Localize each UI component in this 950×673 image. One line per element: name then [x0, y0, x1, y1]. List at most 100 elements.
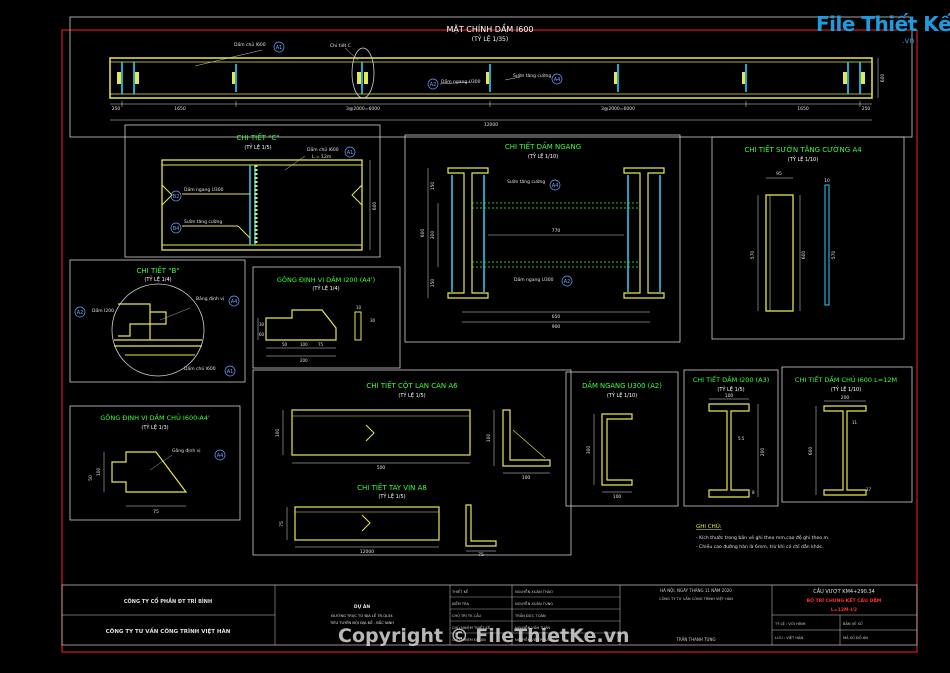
detail-c-view: CHI TIẾT "C" (TỶ LỆ 1/5) Dầm chủ I600 L …: [124, 124, 381, 258]
elevation-scale: (TỶ LỆ 1/35): [472, 35, 508, 43]
i200-t: 5.5: [738, 436, 745, 441]
tb-row1a: TỶ LỆ : VỚI HÌNH: [774, 621, 806, 626]
rail-a8-len: 12000: [360, 549, 374, 555]
i600-section-view: CHI TIẾT DẦM CHỦ I600 L=12M (TỶ LỆ 1/10)…: [781, 366, 913, 503]
gusset-i600-title: GÔNG ĐỊNH VỊ DẦM CHỦ I600-A4': [100, 412, 210, 422]
detail-b-view: CHI TIẾT "B" (TỶ LỆ 1/4) Dầm I200 A2 Bản…: [69, 259, 246, 383]
gusset-i600-label: Gông định vị: [172, 447, 201, 454]
u300-title: DẦM NGANG U300 (A2): [582, 380, 662, 390]
tb-row2b: MÃ SỐ ĐỒ ÁN: [843, 635, 868, 640]
callout-stiffener: Sườn tăng cường: [513, 72, 551, 79]
tb-name-5: NGUYỄN VĂN PHƯƠNG: [515, 637, 557, 642]
detail-c-scale: (TỶ LỆ 1/5): [244, 143, 271, 151]
gusset-i200-view: GÔNG ĐỊNH VỊ DẦM I200 (A4') (TỶ LỆ 1/4) …: [252, 266, 401, 369]
cross-beam-tag-a2: A2: [564, 279, 571, 285]
detail-c-title: CHI TIẾT "C": [236, 132, 279, 142]
post-a6-scale: (TỶ LỆ 1/5): [398, 391, 425, 399]
cross-beam-stiff: Sườn tăng cường: [507, 178, 545, 185]
stiffener-title: CHI TIẾT SƯỜN TĂNG CƯỜNG A4: [744, 144, 862, 154]
tb-name-2: NGUYỄN XUÂN TÙNG: [515, 601, 553, 606]
filethietke-logo[interactable]: File Thiết Kế .vn: [808, 10, 950, 46]
detail-c-stiff: Sườn tăng cường: [184, 218, 222, 225]
dim-d2: 1650: [174, 106, 186, 112]
dim-d4: 3@2000=6000: [601, 106, 635, 112]
post-a6-leg: 100: [522, 475, 531, 481]
elevation-panel: [69, 16, 913, 138]
callout-cross-beam: Dầm ngang U300: [441, 77, 481, 85]
detail-b-tag-a4: A4: [231, 299, 238, 305]
notes-heading: GHI CHÚ:: [696, 523, 722, 530]
dim-total: 12000: [484, 122, 498, 128]
gi200-d1: 50: [282, 342, 288, 347]
cross-beam-title: CHI TIẾT DẦM NGANG: [505, 141, 581, 151]
gi200-d2: 100: [300, 342, 308, 347]
gi200-d5: 30: [259, 322, 265, 327]
detail-c-beam: Dầm chủ I600: [307, 145, 339, 153]
u300-scale: (TỶ LỆ 1/10): [607, 391, 637, 399]
cross-beam-b1: 650: [552, 314, 561, 320]
tb-director: TRẦN THANH TÙNG: [675, 637, 715, 642]
post-a6-len: 500: [377, 465, 386, 471]
post-a6-h: 100: [275, 429, 281, 438]
gusset-i600-w: 75: [153, 509, 159, 515]
tb-project-head: DỰ ÁN: [354, 603, 371, 610]
detail-b-gusset: Bảng định vị: [196, 295, 224, 302]
cross-beam-tag-a4: A4: [552, 183, 559, 189]
tb-name-1: NGUYỄN XUÂN THẢO: [515, 589, 553, 594]
cross-beam-h4: 150: [430, 279, 436, 288]
stiffener-h3: 570: [831, 251, 837, 260]
i200-scale: (TỶ LỆ 1/5): [717, 385, 744, 393]
gi200-d6: 60: [259, 332, 265, 337]
stiffener-w: 95: [776, 171, 782, 177]
dim-d3: 3@2000=6000: [346, 106, 380, 112]
stiffener-scale: (TỶ LỆ 1/10): [788, 155, 818, 163]
elevation-title: MẶT CHÍNH DẦM I600: [446, 22, 533, 35]
cross-beam-scale: (TỶ LỆ 1/10): [528, 152, 558, 160]
i600-w: 200: [841, 395, 850, 401]
detail-c-marker: [351, 47, 375, 99]
dim-d6: 250: [862, 106, 871, 112]
cross-beam-detail-view: CHI TIẾT DẦM NGANG (TỶ LỆ 1/10) 770 Sườn…: [404, 134, 681, 343]
dim-height: 600: [880, 74, 886, 83]
elevation-view: MẶT CHÍNH DẦM I600 (TỶ LỆ 1/35) Dầm chủ …: [109, 22, 886, 128]
tb-date: HÀ NỘI, NGÀY THÁNG 11 NĂM 2020: [660, 588, 732, 593]
tb-role-5: CHỦ NHIỆM ĐỒ ÁN: [452, 637, 486, 642]
tb-sheet-title3: L=12M-I/2: [831, 607, 857, 613]
tb-sheet-title1: CẦU VƯỢT KM4+290.34: [813, 587, 875, 595]
tb-company2: CÔNG TY TƯ VẤN CÔNG TRÌNH VIỆT HÀN: [106, 627, 231, 635]
callout-detail-c: Chi tiết C: [330, 42, 351, 49]
i600-t: 11: [852, 420, 858, 425]
u300-h: 300: [586, 446, 592, 455]
gi200-d7: 30: [370, 318, 376, 323]
notes-line2: - Chiều cao đường hàn là 6mm, trừ khi có…: [696, 542, 824, 550]
tb-role-4: CHỦ NHIỆM THIẾT KẾ: [452, 624, 491, 630]
tb-name-3: TRẦN ĐỨC TOÀN: [514, 613, 546, 618]
i600-scale: (TỶ LỆ 1/10): [831, 385, 861, 393]
gi200-d4: 200: [300, 358, 308, 363]
tag-a4: A4: [554, 77, 561, 83]
detail-c-cross: Dầm ngang U300: [184, 185, 224, 193]
railing-details-view: CHI TIẾT CỘT LAN CAN A6 (TỶ LỆ 1/5) 500 …: [252, 369, 572, 558]
detail-c-tag-b4: B4: [173, 226, 180, 232]
tag-a1: A1: [276, 45, 283, 51]
tag-a2: A2: [430, 82, 437, 88]
tb-firm: CÔNG TY TƯ VẤN CÔNG TRÌNH VIỆT HÀN: [659, 596, 733, 601]
rail-a8-h: 75: [279, 521, 285, 527]
tb-row1b: BẢN VẼ SỐ: [843, 621, 863, 626]
copyright-watermark: Copyright © FileThietKe.vn: [338, 625, 630, 647]
gi200-d8: 10: [356, 305, 362, 310]
post-a6-leg2: 100: [486, 434, 492, 443]
tb-row2a: LƯU : VIỆT HÀN: [775, 635, 803, 640]
stiffener-h2: 600: [801, 251, 807, 260]
i200-tf: 8: [752, 490, 755, 495]
callout-main-beam: Dầm chủ I600: [234, 40, 266, 48]
i200-title: CHI TIẾT DẦM I200 (A3): [693, 374, 770, 384]
detail-c-tag-a1: A1: [347, 150, 354, 156]
notes-line1: - Kích thước trong bản vẽ ghi theo mm,ca…: [696, 534, 829, 541]
detail-b-beam-i200: Dầm I200: [92, 306, 114, 314]
detail-b-tag-a1: A1: [227, 369, 234, 375]
tb-role-2: KIỂM TRA: [452, 601, 469, 606]
detail-c-dim: 600: [372, 202, 378, 211]
